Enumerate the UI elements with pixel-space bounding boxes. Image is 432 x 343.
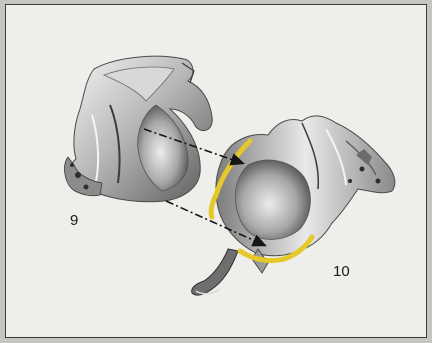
callout-part-10: 10 <box>333 264 350 279</box>
exploded-view-diagram <box>6 5 427 338</box>
right-part-icon <box>192 116 395 295</box>
illustration-panel: 9 10 <box>5 4 427 338</box>
left-part-icon <box>65 56 213 202</box>
callout-part-9: 9 <box>70 213 78 228</box>
